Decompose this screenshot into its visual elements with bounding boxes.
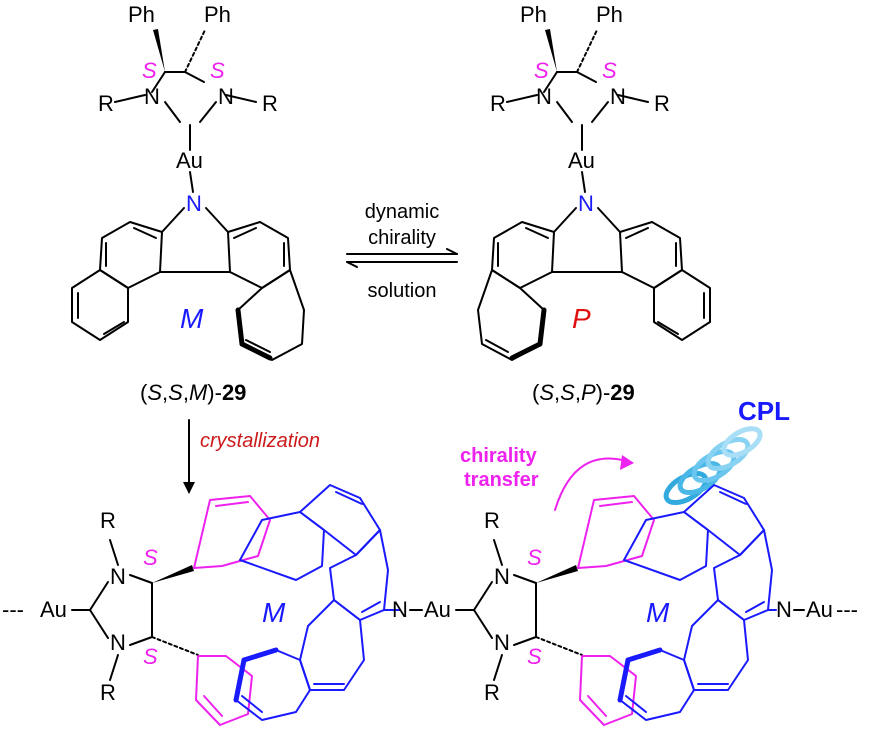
helicity-m-label: M xyxy=(262,597,286,628)
cpl-label: CPL xyxy=(738,396,790,426)
stereo-s-label: S xyxy=(143,644,158,669)
equilibrium-label: dynamic xyxy=(365,201,439,223)
helix-cpl-icon xyxy=(663,426,763,506)
stereo-s-label: S xyxy=(534,58,549,83)
down-arrow-icon xyxy=(183,419,195,494)
imidazolidine-ring-right xyxy=(506,29,649,193)
stereo-s-label: S xyxy=(602,58,617,83)
helicity-m-label: M xyxy=(180,303,204,334)
r-group-label: R xyxy=(100,508,116,533)
stereo-s-label: S xyxy=(143,545,158,570)
curved-arrow-icon xyxy=(554,455,634,511)
compound-caption: (S,S,M)-29 xyxy=(140,380,246,405)
ph-label: Ph xyxy=(128,2,155,27)
helicene-unit1 xyxy=(233,484,401,721)
helicity-m-label: M xyxy=(646,597,670,628)
gold-atom-label: Au xyxy=(806,597,833,622)
phenyl-rings-unit1 xyxy=(193,495,271,726)
n-atom-label: N xyxy=(110,564,126,589)
n-atom-label: N xyxy=(610,84,626,109)
chirality-transfer-label: chirality xyxy=(460,445,538,467)
crystallization-label: crystallization xyxy=(200,430,320,452)
stereo-s-label: S xyxy=(527,545,542,570)
n-atom-label: N xyxy=(494,564,510,589)
chirality-transfer-label: transfer xyxy=(464,469,539,491)
stereo-s-label: S xyxy=(527,644,542,669)
stereo-s-label: S xyxy=(142,58,157,83)
r-group-label: R xyxy=(654,91,670,116)
n-atom-label: N xyxy=(144,84,160,109)
n-atom-label: N xyxy=(110,630,126,655)
n-atom-label: N xyxy=(578,191,594,216)
imidazolidine-ring-unit1 xyxy=(89,539,199,681)
chain-dashes: --- xyxy=(836,597,858,622)
gold-atom-label: Au xyxy=(424,597,451,622)
gold-atom-label: Au xyxy=(568,148,595,173)
gold-atom-label: Au xyxy=(176,148,203,173)
n-atom-label: N xyxy=(776,597,792,622)
imidazolidine-ring-unit2 xyxy=(473,539,583,681)
ph-label: Ph xyxy=(520,2,547,27)
helicene-skeleton-left xyxy=(71,207,305,361)
n-atom-label: N xyxy=(494,630,510,655)
equilibrium-label: solution xyxy=(368,280,437,302)
r-group-label: R xyxy=(262,91,278,116)
r-group-label: R xyxy=(484,508,500,533)
r-group-label: R xyxy=(484,680,500,705)
gold-atom-label: Au xyxy=(40,597,67,622)
compound-caption: (S,S,P)-29 xyxy=(532,380,635,405)
molecule-ssp-29: Ph Ph S S N N R R Au N P xyxy=(477,2,711,405)
r-group-label: R xyxy=(98,91,114,116)
helicity-p-label: P xyxy=(572,303,591,334)
helicene-skeleton-right xyxy=(477,207,711,361)
r-group-label: R xyxy=(100,680,116,705)
phenyl-rings-unit2 xyxy=(577,495,655,726)
equilibrium-label: chirality xyxy=(368,227,436,249)
stereo-s-label: S xyxy=(210,58,225,83)
ph-label: Ph xyxy=(204,2,231,27)
n-atom-label: N xyxy=(218,84,234,109)
imidazolidine-ring-left xyxy=(114,29,257,193)
ph-label: Ph xyxy=(596,2,623,27)
molecule-ssm-29: Ph Ph S S N N R R Au N xyxy=(71,2,305,405)
n-atom-label: N xyxy=(186,191,202,216)
equilibrium-arrows-icon xyxy=(346,248,458,268)
n-atom-label: N xyxy=(536,84,552,109)
r-group-label: R xyxy=(490,91,506,116)
polymer-chain: --- Au R N S N S R xyxy=(2,484,858,726)
n-atom-label: N xyxy=(392,597,408,622)
helicene-unit2 xyxy=(617,484,777,721)
chain-dashes: --- xyxy=(2,597,24,622)
